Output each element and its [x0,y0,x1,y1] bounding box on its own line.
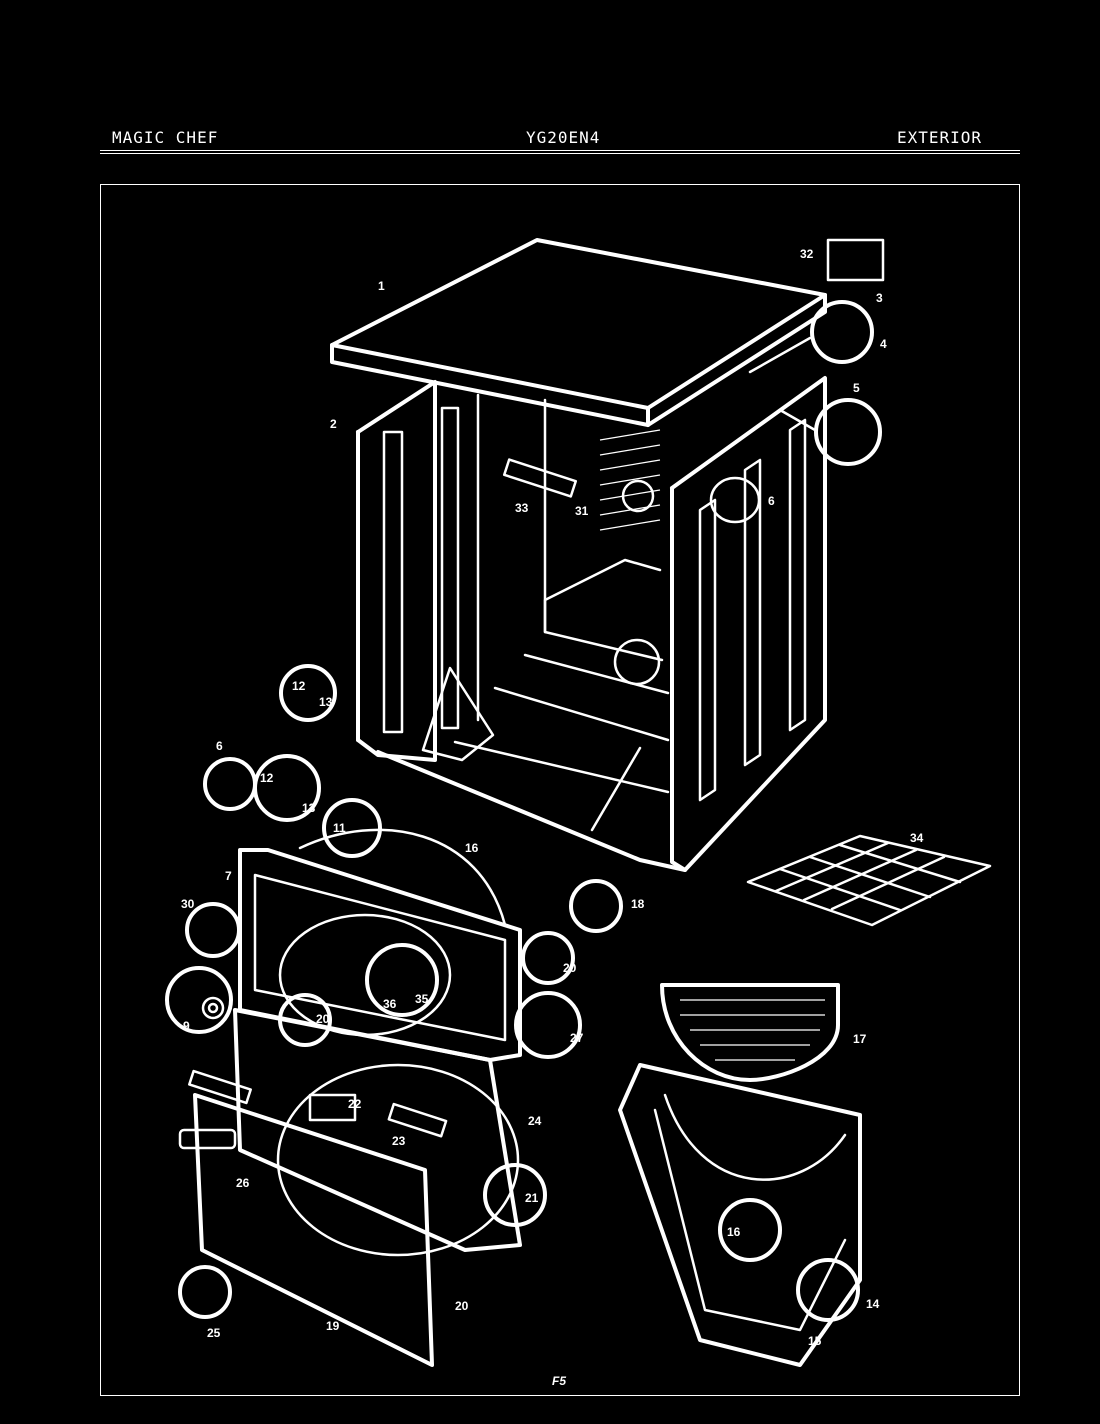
callout-21: 21 [525,1191,539,1205]
callout-35: 35 [415,992,429,1006]
callout-20b: 20 [316,1012,330,1026]
brand-label: MAGIC CHEF [112,128,219,147]
lint-filter-and-toe-panel [618,983,862,1367]
handwritten-note: F5 [552,1374,566,1388]
callout-18: 18 [631,897,645,911]
front-assembly [178,828,522,1367]
callout-labels: 1 2 3 4 5 6 6 7 9 11 12 13 12 13 14 15 1… [181,247,924,1348]
callout-9: 9 [183,1019,190,1033]
detail-circles-cabinet [279,238,885,722]
callout-7: 7 [225,869,232,883]
callout-13a: 13 [319,695,333,709]
callout-25: 25 [207,1326,221,1340]
callout-33: 33 [515,501,529,515]
callout-16b: 16 [727,1225,741,1239]
callout-1: 1 [378,279,385,293]
callout-32: 32 [800,247,814,261]
callout-34: 34 [910,831,924,845]
model-number: YG20EN4 [526,128,601,147]
callout-12b: 12 [260,771,274,785]
callout-31: 31 [575,504,589,518]
callout-27: 27 [570,1031,584,1045]
callout-19: 19 [326,1319,340,1333]
callout-5: 5 [853,381,860,395]
callout-22: 22 [348,1097,362,1111]
callout-11: 11 [333,821,346,835]
detail-circles-front [165,754,623,1319]
header-rule-top [100,150,1020,151]
callout-36: 36 [383,997,397,1011]
diagram-frame [100,184,1020,1396]
callout-3: 3 [876,291,883,305]
callout-13b: 13 [302,801,316,815]
callout-23: 23 [392,1134,406,1148]
callout-30: 30 [181,897,195,911]
callout-4: 4 [880,337,887,351]
callout-16a: 16 [465,841,479,855]
section-title: EXTERIOR [897,128,983,147]
callout-17: 17 [853,1032,867,1046]
callout-15: 15 [808,1334,822,1348]
callout-24: 24 [528,1114,542,1128]
drying-rack [746,834,992,927]
cabinet [356,376,827,872]
callout-14: 14 [866,1297,880,1311]
header-rule-bottom [100,153,1020,154]
top-panel [330,238,827,427]
callout-6a: 6 [768,494,775,508]
callout-2: 2 [330,417,337,431]
callout-6b: 6 [216,739,223,753]
callout-12a: 12 [292,679,306,693]
callout-20c: 20 [455,1299,469,1313]
callout-20a: 20 [563,961,577,975]
callout-26: 26 [236,1176,250,1190]
